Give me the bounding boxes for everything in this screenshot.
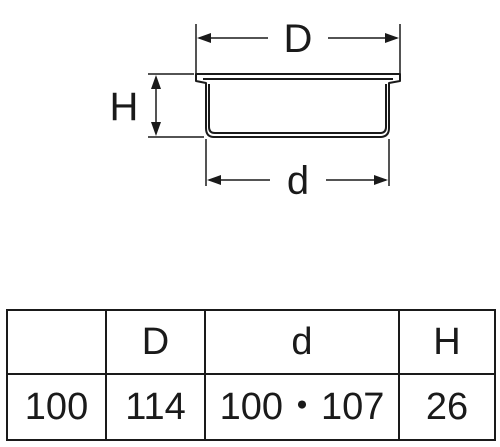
arrowhead-D-left [197,33,211,43]
label-d: d [287,159,309,203]
label-D: D [284,17,313,61]
arrowhead-D-right [385,33,399,43]
part-outline [195,73,401,138]
inner-diameter-dimension: d [205,139,390,203]
outer-diameter-dimension: D [195,17,401,74]
cell-D-value: 114 [105,373,206,441]
cell-d-value: 100・107 [204,373,400,441]
cell-H-value: 26 [398,373,496,441]
header-cell-blank [6,309,107,375]
header-cell-d: d [204,309,400,375]
arrowhead-d-right [374,175,388,185]
header-cell-D: D [105,309,206,375]
spec-table: D d H 100 114 100・107 26 [6,309,496,441]
arrowhead-H-bottom [151,122,161,136]
label-H: H [110,85,139,129]
height-dimension: H [110,73,204,138]
table-row: 100 114 100・107 26 [6,373,496,441]
arrowhead-H-top [151,75,161,89]
arrowhead-d-left [207,175,221,185]
header-cell-H: H [398,309,496,375]
cell-size: 100 [6,373,107,441]
part-inner-profile [203,78,393,134]
table-header-row: D d H [6,309,496,375]
dimension-drawing: D H d [110,17,401,203]
part-outer-profile [195,73,401,138]
